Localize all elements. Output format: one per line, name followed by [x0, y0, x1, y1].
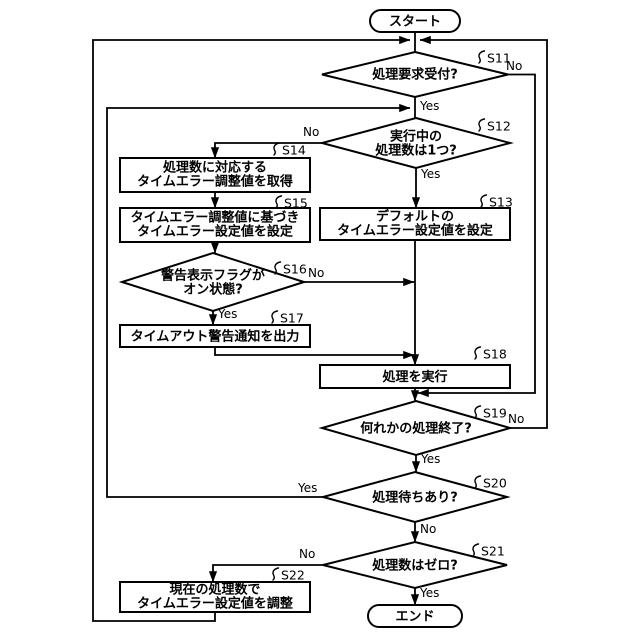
process-s15-text-line1: タイムエラー調整値に基づき: [131, 210, 300, 226]
process-s15: タイムエラー調整値に基づき タイムエラー設定値を設定 S15: [119, 195, 311, 243]
branch-label-s16-no: No: [308, 266, 324, 280]
decision-s12-shape: [318, 116, 514, 170]
leader-s17: [271, 310, 279, 324]
process-s13: デフォルトの タイムエラー設定値を設定 S13: [319, 194, 513, 241]
branch-label-s16-yes: Yes: [217, 307, 237, 321]
step-label-s19: S19: [483, 406, 507, 421]
decision-s12-text-line2: 処理数は1つ?: [374, 143, 457, 159]
branch-label-s12-no: No: [303, 125, 319, 139]
step-label-s13: S13: [489, 195, 513, 210]
decision-s12: 実行中の 処理数は1つ? S12: [318, 116, 514, 170]
process-s18-shape: [319, 364, 511, 389]
process-s13-text-line2: タイムエラー設定値を設定: [337, 223, 493, 239]
step-label-s12: S12: [487, 119, 511, 134]
decision-s20: 処理待ちあり? S20: [319, 470, 511, 524]
decision-s21-text: 処理数はゼロ?: [371, 558, 458, 574]
decision-s20-text: 処理待ちあり?: [371, 490, 458, 506]
process-s17-text: タイムアウト警告通知を出力: [131, 329, 300, 345]
leader-s21: [472, 543, 480, 557]
process-s17: タイムアウト警告通知を出力 S17: [119, 310, 311, 348]
branch-label-s21-yes: Yes: [419, 586, 439, 600]
process-s22-text-line2: タイムエラー設定値を調整: [137, 596, 294, 612]
decision-s19-text: 何れかの処理終了?: [360, 421, 472, 437]
process-s13-text-line1: デフォルトの: [376, 209, 454, 225]
process-s22-shape: [119, 581, 311, 613]
edge-s22-loop: [92, 35, 411, 622]
decision-s11-shape: [321, 50, 509, 99]
branch-label-s11-no: No: [506, 59, 522, 73]
step-label-s17: S17: [280, 311, 304, 326]
leader-s12: [478, 118, 486, 132]
terminal-end-label: エンド: [395, 610, 434, 625]
step-label-s22: S22: [281, 568, 305, 583]
process-s17-shape: [119, 324, 311, 348]
branch-label-s11-yes: Yes: [419, 99, 439, 113]
edge-s19-no-loop: [419, 35, 548, 429]
terminal-end: エンド: [367, 604, 463, 628]
edge-s11-no-loop: [417, 73, 536, 398]
edge-s17-to-merge: [214, 347, 415, 360]
step-label-s20: S20: [483, 476, 507, 491]
branch-label-s20-yes: Yes: [297, 481, 317, 495]
decision-s19: 何れかの処理終了? S19: [318, 399, 514, 457]
branch-label-s20-no: No: [420, 522, 436, 536]
edges: [92, 32, 548, 622]
branch-label-s12-yes: Yes: [420, 167, 440, 181]
process-s15-shape: [119, 207, 311, 243]
edge-s12-no-to-s14: [210, 142, 322, 159]
branch-label-s19-yes: Yes: [420, 452, 440, 466]
terminal-start-shape: [369, 9, 461, 33]
leader-s22: [272, 567, 280, 581]
leader-s15: [275, 195, 283, 209]
step-label-s18: S18: [483, 347, 507, 362]
process-s22-text-line1: 現在の処理数で: [169, 582, 260, 598]
terminal-start: スタート: [369, 9, 461, 33]
process-s13-shape: [319, 207, 511, 241]
decision-s21: 処理数はゼロ? S21: [322, 540, 508, 590]
decision-s16-text-line1: 警告表示フラグが: [161, 268, 265, 284]
edge-s21-no-to-s22: [208, 564, 323, 583]
branch-label-s21-no: No: [299, 547, 315, 561]
terminal-start-label: スタート: [389, 15, 441, 30]
decision-s12-text-line1: 実行中の: [390, 129, 442, 145]
terminal-end-shape: [367, 604, 463, 628]
decision-s11: 処理要求受付? S11: [321, 50, 511, 99]
process-s15-text-line2: タイムエラー設定値を設定: [137, 224, 293, 240]
leader-s16: [274, 261, 282, 275]
branch-labels: No Yes No Yes No Yes No Yes Yes No No Ye…: [217, 59, 524, 600]
leader-s18: [474, 346, 482, 360]
leader-s13: [480, 194, 488, 208]
step-label-s11: S11: [487, 51, 511, 66]
leader-s14: [273, 142, 281, 156]
decision-s11-text: 処理要求受付?: [371, 67, 458, 83]
process-s22: 現在の処理数で タイムエラー設定値を調整 S22: [119, 567, 311, 613]
decision-s16: 警告表示フラグが オン状態? S16: [118, 251, 308, 313]
decision-s21-shape: [322, 540, 508, 590]
process-s14-text-line1: 処理数に対応する: [162, 160, 267, 176]
edge-s20-yes-loop: [106, 103, 411, 498]
decision-s19-shape: [318, 399, 514, 457]
branch-label-s19-no: No: [508, 412, 524, 426]
decision-s20-shape: [319, 470, 511, 524]
process-s14-shape: [119, 157, 311, 193]
process-s14-text-line2: タイムエラー調整値を取得: [137, 174, 293, 190]
process-s18: 処理を実行 S18: [319, 346, 511, 389]
step-label-s21: S21: [481, 544, 505, 559]
leader-s19: [474, 405, 482, 419]
step-label-s14: S14: [282, 143, 306, 158]
step-label-s15: S15: [284, 196, 308, 211]
process-s18-text: 処理を実行: [381, 369, 447, 385]
decision-s16-shape: [118, 251, 308, 313]
leader-s20: [474, 475, 482, 489]
decision-s16-text-line2: オン状態?: [183, 282, 243, 298]
process-s14: 処理数に対応する タイムエラー調整値を取得 S14: [119, 142, 311, 193]
step-label-s16: S16: [283, 262, 307, 277]
leader-s11: [478, 50, 486, 64]
